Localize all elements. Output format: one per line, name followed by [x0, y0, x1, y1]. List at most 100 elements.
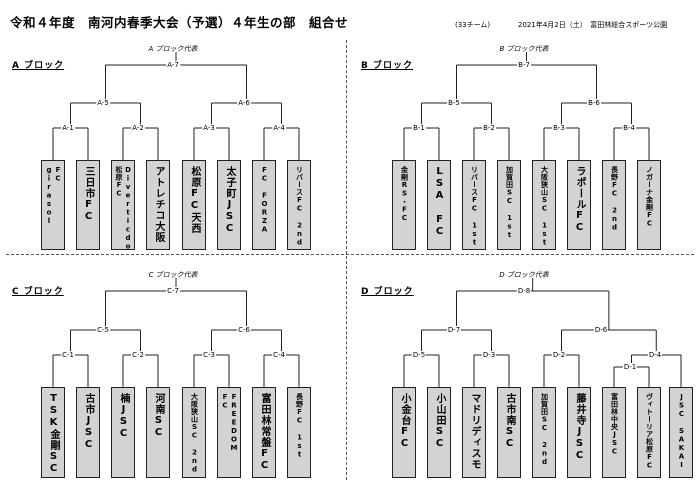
match-a-semi-1: A-5 [96, 99, 110, 107]
block-c-label: C ブロック [12, 287, 64, 297]
team-box: マドリディスモ [462, 387, 486, 478]
match-a-semi-2: A-6 [237, 99, 251, 107]
match-b-q2: B-2 [482, 124, 496, 132]
match-a-q2: A-2 [131, 124, 145, 132]
team-box: LSA FC [427, 160, 451, 250]
match-b-semi-2: B-6 [587, 99, 601, 107]
horizontal-divider [6, 254, 694, 255]
team-name: 富田林常盤FC [259, 393, 270, 472]
match-c-semi-2: C-6 [237, 326, 251, 334]
team-name: LSA FC [434, 166, 445, 238]
match-b-semi-1: B-5 [447, 99, 461, 107]
team-box: 小山田SC [427, 387, 451, 478]
match-d-final: D-8 [516, 287, 532, 295]
team-box: 加賀田SC 1st [497, 160, 521, 250]
team-name: 大阪狭山SC 1st [540, 166, 549, 247]
team-box: ラポールFC [567, 160, 591, 250]
block-a-rep: A ブロック代表 [148, 45, 198, 53]
match-a-q3: A-3 [202, 124, 216, 132]
team-box: FREEDOM FC [217, 387, 241, 478]
team-box: 長野FC 1st [287, 387, 311, 478]
team-name: 三日市FC [83, 166, 94, 223]
team-box: FC girasol [41, 160, 65, 250]
team-name: 楠JSC [118, 393, 129, 440]
match-a-final: A-7 [166, 61, 180, 69]
page-title: 令和４年度 南河内春季大会（予選）４年生の部 組合せ [10, 15, 349, 30]
match-b-final: B-7 [517, 61, 531, 69]
team-box: 大阪狭山SC 2nd [182, 387, 206, 478]
team-name: 古市南SC [504, 393, 515, 450]
team-box: 長野FC 2nd [602, 160, 626, 250]
block-b-rep: B ブロック代表 [499, 45, 549, 53]
team-name: 長野FC 2nd [610, 166, 619, 232]
block-d-label: D ブロック [361, 287, 414, 297]
team-box: 古市JSC [76, 387, 100, 478]
teams-count: (33チーム) [455, 21, 491, 29]
block-c-rep: C ブロック代表 [148, 271, 198, 279]
vertical-divider [346, 40, 347, 480]
block-a-label: A ブロック [12, 61, 65, 71]
match-d-q4: D-4 [647, 351, 663, 359]
team-name: 藤井寺JSC [574, 393, 585, 462]
team-box: 太子町JSC [217, 160, 241, 250]
team-name: FREEDOM FC [221, 393, 238, 453]
team-box: TSK金剛SC [41, 387, 65, 478]
team-box: アトレチコ大阪 [146, 160, 170, 250]
match-d-semi-2: D-6 [593, 326, 609, 334]
team-box: 金剛RS・FC [392, 160, 416, 250]
team-name: TSK金剛SC [48, 393, 59, 475]
team-name: ノガーナ金剛FC [645, 166, 654, 228]
match-c-q4: C-4 [272, 351, 286, 359]
team-box: リバースFC 1st [462, 160, 486, 250]
team-name: 古市JSC [83, 393, 94, 451]
team-box: 三日市FC [76, 160, 100, 250]
team-name: 金剛RS・FC [400, 166, 409, 223]
match-a-q4: A-4 [272, 124, 286, 132]
team-box: 大阪狭山SC 1st [532, 160, 556, 250]
team-name: 小金台FC [399, 393, 410, 450]
team-name: JSC SAKAI [677, 393, 686, 470]
team-box: 富田林常盤FC [252, 387, 276, 478]
date-venue: 2021年4月2日（土） 富田林総合スポーツ公園 [518, 21, 668, 29]
team-name: ラポールFC [574, 166, 585, 234]
team-box: 小金台FC [392, 387, 416, 478]
team-box: 古市南SC [497, 387, 521, 478]
team-box: リバースFC 2nd [287, 160, 311, 250]
match-b-q4: B-4 [622, 124, 636, 132]
team-box: JSC SAKAI [669, 387, 693, 478]
block-b-label: B ブロック [361, 61, 413, 71]
team-box: FC FORZA [252, 160, 276, 250]
team-box: 楠JSC [111, 387, 135, 478]
team-name: FC girasol [45, 166, 62, 226]
team-name: 長野FC 1st [295, 393, 304, 459]
team-name: Diverticdo 松原FC [115, 166, 132, 251]
team-box: Diverticdo 松原FC [111, 160, 135, 251]
team-name: 河南SC [153, 393, 164, 439]
team-name: 富田林中央JSC [610, 393, 619, 456]
match-d-extra: D-1 [622, 363, 638, 371]
team-box: 松原FC天西 [182, 160, 206, 250]
team-name: 大阪狭山SC 2nd [190, 393, 199, 474]
match-b-q3: B-3 [552, 124, 566, 132]
match-c-q3: C-3 [202, 351, 216, 359]
team-name: マドリディスモ [469, 393, 480, 470]
team-name: 太子町JSC [224, 166, 235, 235]
team-box: 河南SC [146, 387, 170, 478]
team-box: ノガーナ金剛FC [637, 160, 661, 250]
match-c-semi-1: C-5 [96, 326, 110, 334]
team-name: リバースFC 1st [470, 166, 479, 247]
team-name: 小山田SC [434, 393, 445, 450]
team-name: FC FORZA [260, 166, 269, 234]
match-c-q2: C-2 [131, 351, 145, 359]
team-name: アトレチコ大阪 [153, 166, 164, 243]
team-box: ヴィトーリア松原FC [637, 387, 661, 478]
match-b-q1: B-1 [412, 124, 426, 132]
team-name: 松原FC天西 [189, 166, 200, 234]
team-box: 藤井寺JSC [567, 387, 591, 478]
block-d-rep: D ブロック代表 [499, 271, 549, 279]
match-c-final: C-7 [166, 287, 180, 295]
match-a-q1: A-1 [61, 124, 75, 132]
match-d-q1: D-5 [411, 351, 427, 359]
